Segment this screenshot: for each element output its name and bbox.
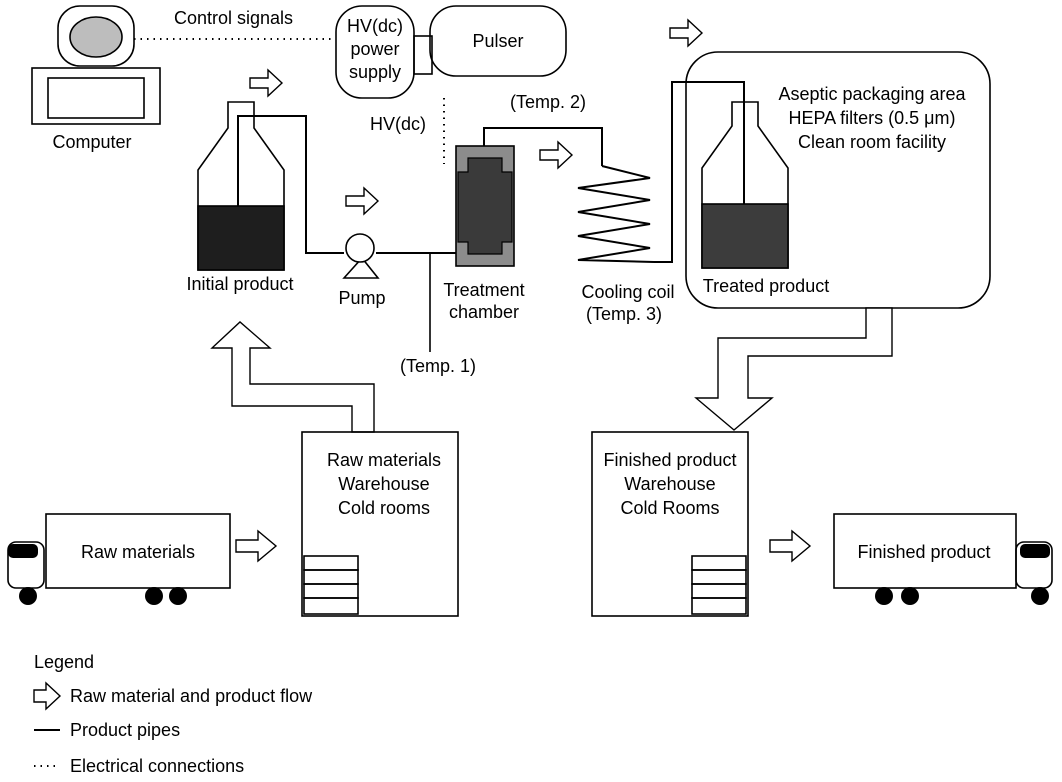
- svg-text:Warehouse: Warehouse: [338, 474, 429, 494]
- raw-materials-truck: Raw materials: [7, 513, 231, 605]
- hv-power-supply: HV(dc) power supply: [335, 5, 415, 99]
- svg-text:Pulser: Pulser: [472, 31, 523, 51]
- aseptic-packaging-area: Aseptic packaging area HEPA filters (0.5…: [685, 51, 991, 309]
- svg-text:Finished product: Finished product: [603, 450, 736, 470]
- computer: Computer: [31, 5, 161, 152]
- raw-materials-warehouse: Raw materials Warehouse Cold rooms: [301, 431, 459, 617]
- legend-pipes-label: Product pipes: [70, 720, 180, 740]
- svg-text:Cold rooms: Cold rooms: [338, 498, 430, 518]
- computer-label: Computer: [52, 132, 131, 152]
- flow-arrow-icon: [235, 529, 278, 563]
- pump: Pump: [338, 233, 386, 308]
- svg-text:Clean room facility: Clean room facility: [798, 132, 946, 152]
- initial-product-fill: [197, 205, 285, 271]
- cooling-coil: Cooling coil (Temp. 3): [577, 81, 745, 324]
- finished-product-warehouse: Finished product Warehouse Cold Rooms: [591, 431, 749, 617]
- svg-text:HV(dc): HV(dc): [347, 16, 403, 36]
- svg-text:Finished product: Finished product: [857, 542, 990, 562]
- treated-product-fill: [701, 203, 789, 269]
- product-pipe: [654, 81, 745, 263]
- control-signals-label: Control signals: [174, 8, 293, 28]
- hv-dc-label: HV(dc): [370, 114, 426, 134]
- legend: Legend Raw material and product flow Pro…: [33, 652, 313, 776]
- svg-text:HEPA filters (0.5 μm): HEPA filters (0.5 μm): [788, 108, 955, 128]
- svg-text:(Temp. 3): (Temp. 3): [586, 304, 662, 324]
- legend-flow-label: Raw material and product flow: [70, 686, 313, 706]
- treatment-chamber: Treatment chamber: [443, 145, 525, 322]
- finished-product-truck: Finished product: [833, 513, 1053, 605]
- power-connector: [413, 35, 433, 75]
- legend-electrical-label: Electrical connections: [70, 756, 244, 776]
- svg-text:Warehouse: Warehouse: [624, 474, 715, 494]
- initial-product-label: Initial product: [186, 274, 293, 294]
- legend-title: Legend: [34, 652, 94, 672]
- treated-to-warehouse-flow-arrow: [694, 307, 893, 431]
- product-pipe: [483, 127, 603, 166]
- product-pipe: [237, 115, 344, 254]
- treated-product-label: Treated product: [703, 276, 829, 296]
- svg-text:chamber: chamber: [449, 302, 519, 322]
- flow-arrow-icon: [769, 529, 812, 563]
- svg-text:Cooling coil: Cooling coil: [581, 282, 674, 302]
- temp2-label: (Temp. 2): [510, 92, 586, 112]
- initial-product-container: Initial product: [186, 101, 294, 294]
- flow-arrow-icon: [345, 186, 380, 216]
- flow-arrow-icon: [669, 18, 704, 48]
- svg-text:Aseptic packaging area: Aseptic packaging area: [778, 84, 966, 104]
- flow-arrow-icon: [539, 140, 574, 170]
- raw-to-initial-flow-arrow: [210, 321, 375, 433]
- treated-product-container: Treated product: [701, 101, 829, 296]
- legend-flow-arrow-icon: [33, 681, 62, 711]
- svg-text:power: power: [350, 39, 399, 59]
- pump-label: Pump: [338, 288, 385, 308]
- svg-text:Treatment: Treatment: [443, 280, 524, 300]
- flow-arrow-icon: [249, 68, 284, 98]
- monitor-screen: [69, 16, 123, 58]
- svg-text:Raw materials: Raw materials: [327, 450, 441, 470]
- svg-text:Raw materials: Raw materials: [81, 542, 195, 562]
- temp1-label: (Temp. 1): [400, 356, 476, 376]
- pulser: Pulser: [429, 5, 567, 77]
- svg-text:supply: supply: [349, 62, 401, 82]
- svg-text:Cold Rooms: Cold Rooms: [620, 498, 719, 518]
